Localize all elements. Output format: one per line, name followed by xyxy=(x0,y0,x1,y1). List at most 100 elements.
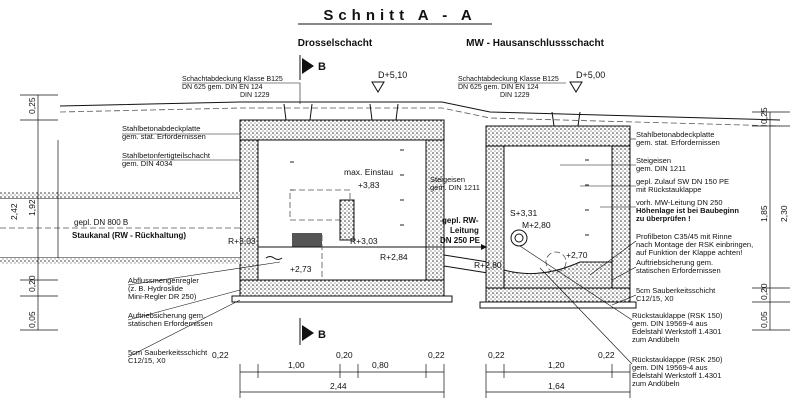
svg-text:5cm Sauberkeitsschicht: 5cm Sauberkeitsschicht xyxy=(636,286,716,295)
svg-text:0,05: 0,05 xyxy=(27,311,37,328)
svg-text:1,64: 1,64 xyxy=(548,381,565,391)
svg-text:gem. DIN 19569-4 aus: gem. DIN 19569-4 aus xyxy=(632,319,708,328)
svg-text:1,85: 1,85 xyxy=(759,205,769,222)
svg-text:1,92: 1,92 xyxy=(27,199,37,216)
left-top-level: D+5,10 xyxy=(378,70,407,80)
right-top-level: D+5,00 xyxy=(576,70,605,80)
right-cover-label: Schachtabdeckung Klasse B125 DN 625 gem.… xyxy=(458,76,566,99)
svg-text:Profilbeton C35/45 mit Rinne: Profilbeton C35/45 mit Rinne xyxy=(636,232,732,241)
left-steps-label: Steigeisen xyxy=(430,175,465,184)
svg-text:gepl. Zulauf SW DN 150 PE: gepl. Zulauf SW DN 150 PE xyxy=(636,177,729,186)
connector-pipe-label-2: Leitung xyxy=(450,226,479,235)
svg-text:0,25: 0,25 xyxy=(27,97,37,114)
svg-text:Steigeisen: Steigeisen xyxy=(636,156,671,165)
left-shaft-heading: Drosselschacht xyxy=(298,38,373,49)
svg-text:DIN 1229: DIN 1229 xyxy=(240,92,270,99)
left-cover-label: Schachtabdeckung Klasse B125 DN 625 gem.… xyxy=(182,76,301,104)
svg-text:zum Andübeln: zum Andübeln xyxy=(632,379,680,388)
right-level-top: +2,70 xyxy=(566,250,588,260)
svg-text:vorh. MW-Leitung DN 250: vorh. MW-Leitung DN 250 xyxy=(636,198,723,207)
svg-text:Stahlbetonabdeckplatte: Stahlbetonabdeckplatte xyxy=(636,130,714,139)
right-level-s: S+3,31 xyxy=(510,208,537,218)
left-shaft xyxy=(231,103,453,303)
svg-text:Mini-Regler DR 250): Mini-Regler DR 250) xyxy=(128,292,197,301)
rsk250-label: Rückstauklappe (RSK 250) gem. DIN 19569-… xyxy=(539,267,723,388)
inflow-pipe-desc: Staukanal (RW - Rückhaltung) xyxy=(72,231,186,240)
right-vertical-dims: 0,25 1,85 2,30 0,20 0,05 xyxy=(752,107,790,331)
svg-text:zum Andübeln: zum Andübeln xyxy=(632,335,680,344)
svg-text:gem. DIN 1211: gem. DIN 1211 xyxy=(430,183,480,192)
svg-text:2,30: 2,30 xyxy=(779,205,789,222)
svg-text:0,22: 0,22 xyxy=(212,350,229,360)
rsk150-label: Rückstauklappe (RSK 150) gem. DIN 19569-… xyxy=(519,245,723,344)
svg-text:DN 625 gem. DIN EN 124: DN 625 gem. DIN EN 124 xyxy=(182,84,263,91)
svg-text:1,00: 1,00 xyxy=(288,360,305,370)
svg-text:gem. DIN 4034: gem. DIN 4034 xyxy=(122,159,172,168)
svg-text:Edelstahl Werkstoff 1.4301: Edelstahl Werkstoff 1.4301 xyxy=(632,371,721,380)
svg-text:Auftriebsicherung gem.: Auftriebsicherung gem. xyxy=(636,258,713,267)
svg-text:statischen Erfordernissen: statischen Erfordernissen xyxy=(128,319,213,328)
left-level-invert-1: R+3,03 xyxy=(228,236,256,246)
svg-text:0,20: 0,20 xyxy=(27,275,37,292)
svg-text:2,44: 2,44 xyxy=(330,381,347,391)
svg-text:gem. DIN 1211: gem. DIN 1211 xyxy=(636,164,686,173)
bottom-right-dims: 0,22 1,20 0,22 1,64 xyxy=(485,350,631,398)
svg-text:0,20: 0,20 xyxy=(336,350,353,360)
connector-pipe-label-1: gepl. RW- xyxy=(442,216,479,225)
svg-text:0,25: 0,25 xyxy=(759,107,769,124)
inflow-pipe-label: gepl. DN 800 B xyxy=(74,218,128,227)
left-buoyancy-label: Auftriebsicherung gem. xyxy=(128,311,205,320)
svg-text:1,20: 1,20 xyxy=(548,360,565,370)
svg-text:gem. stat. Erfordernissen: gem. stat. Erfordernissen xyxy=(122,132,206,141)
section-marker-bottom: B xyxy=(299,318,326,345)
svg-text:gem. stat. Erfordernissen: gem. stat. Erfordernissen xyxy=(636,138,720,147)
ground-line xyxy=(59,101,781,121)
svg-text:mit Rückstauklappe: mit Rückstauklappe xyxy=(636,185,701,194)
svg-text:gem. DIN 19569-4 aus: gem. DIN 19569-4 aus xyxy=(632,363,708,372)
svg-text:2,42: 2,42 xyxy=(9,203,19,220)
svg-text:DN 625 gem. DIN EN 124: DN 625 gem. DIN EN 124 xyxy=(458,84,539,91)
left-level-invert-2: R+3,03 xyxy=(350,236,378,246)
left-vertical-dims: 0,25 2,42 1,92 0,20 0,05 xyxy=(9,94,59,331)
svg-text:0,22: 0,22 xyxy=(488,350,505,360)
svg-text:Schachtabdeckung Klasse B125: Schachtabdeckung Klasse B125 xyxy=(182,76,283,83)
svg-text:Rückstauklappe (RSK 250): Rückstauklappe (RSK 250) xyxy=(632,355,723,364)
left-note-cover-plate: Stahlbetonabdeckplatte xyxy=(122,124,200,133)
svg-text:(z. B. Hydroslide: (z. B. Hydroslide xyxy=(128,284,183,293)
left-level-outlet: R+2,84 xyxy=(380,252,408,262)
connector-pipe-dn250 xyxy=(420,244,489,274)
svg-text:statischen Erfordernissen: statischen Erfordernissen xyxy=(636,266,721,275)
left-max-level-value: +3,83 xyxy=(358,180,380,190)
inflow-pipe-dn800 xyxy=(0,192,240,264)
svg-text:C12/15, X0: C12/15, X0 xyxy=(128,356,166,365)
svg-text:B: B xyxy=(318,61,326,73)
right-level-invert: R+2,80 xyxy=(474,260,502,270)
left-max-level-label: max. Einstau xyxy=(344,167,393,177)
left-level-water: +2,73 xyxy=(290,264,312,274)
right-level-m: M+2,80 xyxy=(522,220,551,230)
right-shaft-heading: MW - Hausanschlussschacht xyxy=(466,38,604,49)
svg-text:zu überprüfen !: zu überprüfen ! xyxy=(636,214,691,223)
svg-text:Rückstauklappe (RSK 150): Rückstauklappe (RSK 150) xyxy=(632,311,723,320)
left-base-label: 5cm Sauberkeitsschicht xyxy=(128,348,208,357)
right-notes: Stahlbetonabdeckplatte gem. stat. Erford… xyxy=(560,130,753,306)
svg-text:nach Montage der RSK einbringe: nach Montage der RSK einbringen, xyxy=(636,240,753,249)
connector-pipe-label-3: DN 250 PE xyxy=(440,236,481,245)
left-note-precast-shaft: Stahlbetonfertigteilschacht xyxy=(122,151,211,160)
section-marker-top: B xyxy=(299,55,326,80)
regulator-label: Abflussmengenregler xyxy=(128,276,199,285)
svg-text:Höhenlage ist bei Baubeginn: Höhenlage ist bei Baubeginn xyxy=(636,206,739,215)
right-shaft xyxy=(479,111,637,309)
svg-text:0,20: 0,20 xyxy=(759,283,769,300)
svg-text:0,22: 0,22 xyxy=(598,350,615,360)
svg-text:auf Funktion der Klappe achten: auf Funktion der Klappe achten! xyxy=(636,248,742,257)
bottom-left-dims: 0,22 1,00 0,20 0,80 0,22 2,44 xyxy=(212,350,445,398)
svg-text:0,05: 0,05 xyxy=(759,311,769,328)
svg-text:Schachtabdeckung Klasse B125: Schachtabdeckung Klasse B125 xyxy=(458,76,559,83)
drawing-title: Schnitt A - A xyxy=(323,7,476,24)
svg-text:B: B xyxy=(318,329,326,341)
svg-text:0,22: 0,22 xyxy=(428,350,445,360)
svg-text:C12/15, X0: C12/15, X0 xyxy=(636,294,674,303)
